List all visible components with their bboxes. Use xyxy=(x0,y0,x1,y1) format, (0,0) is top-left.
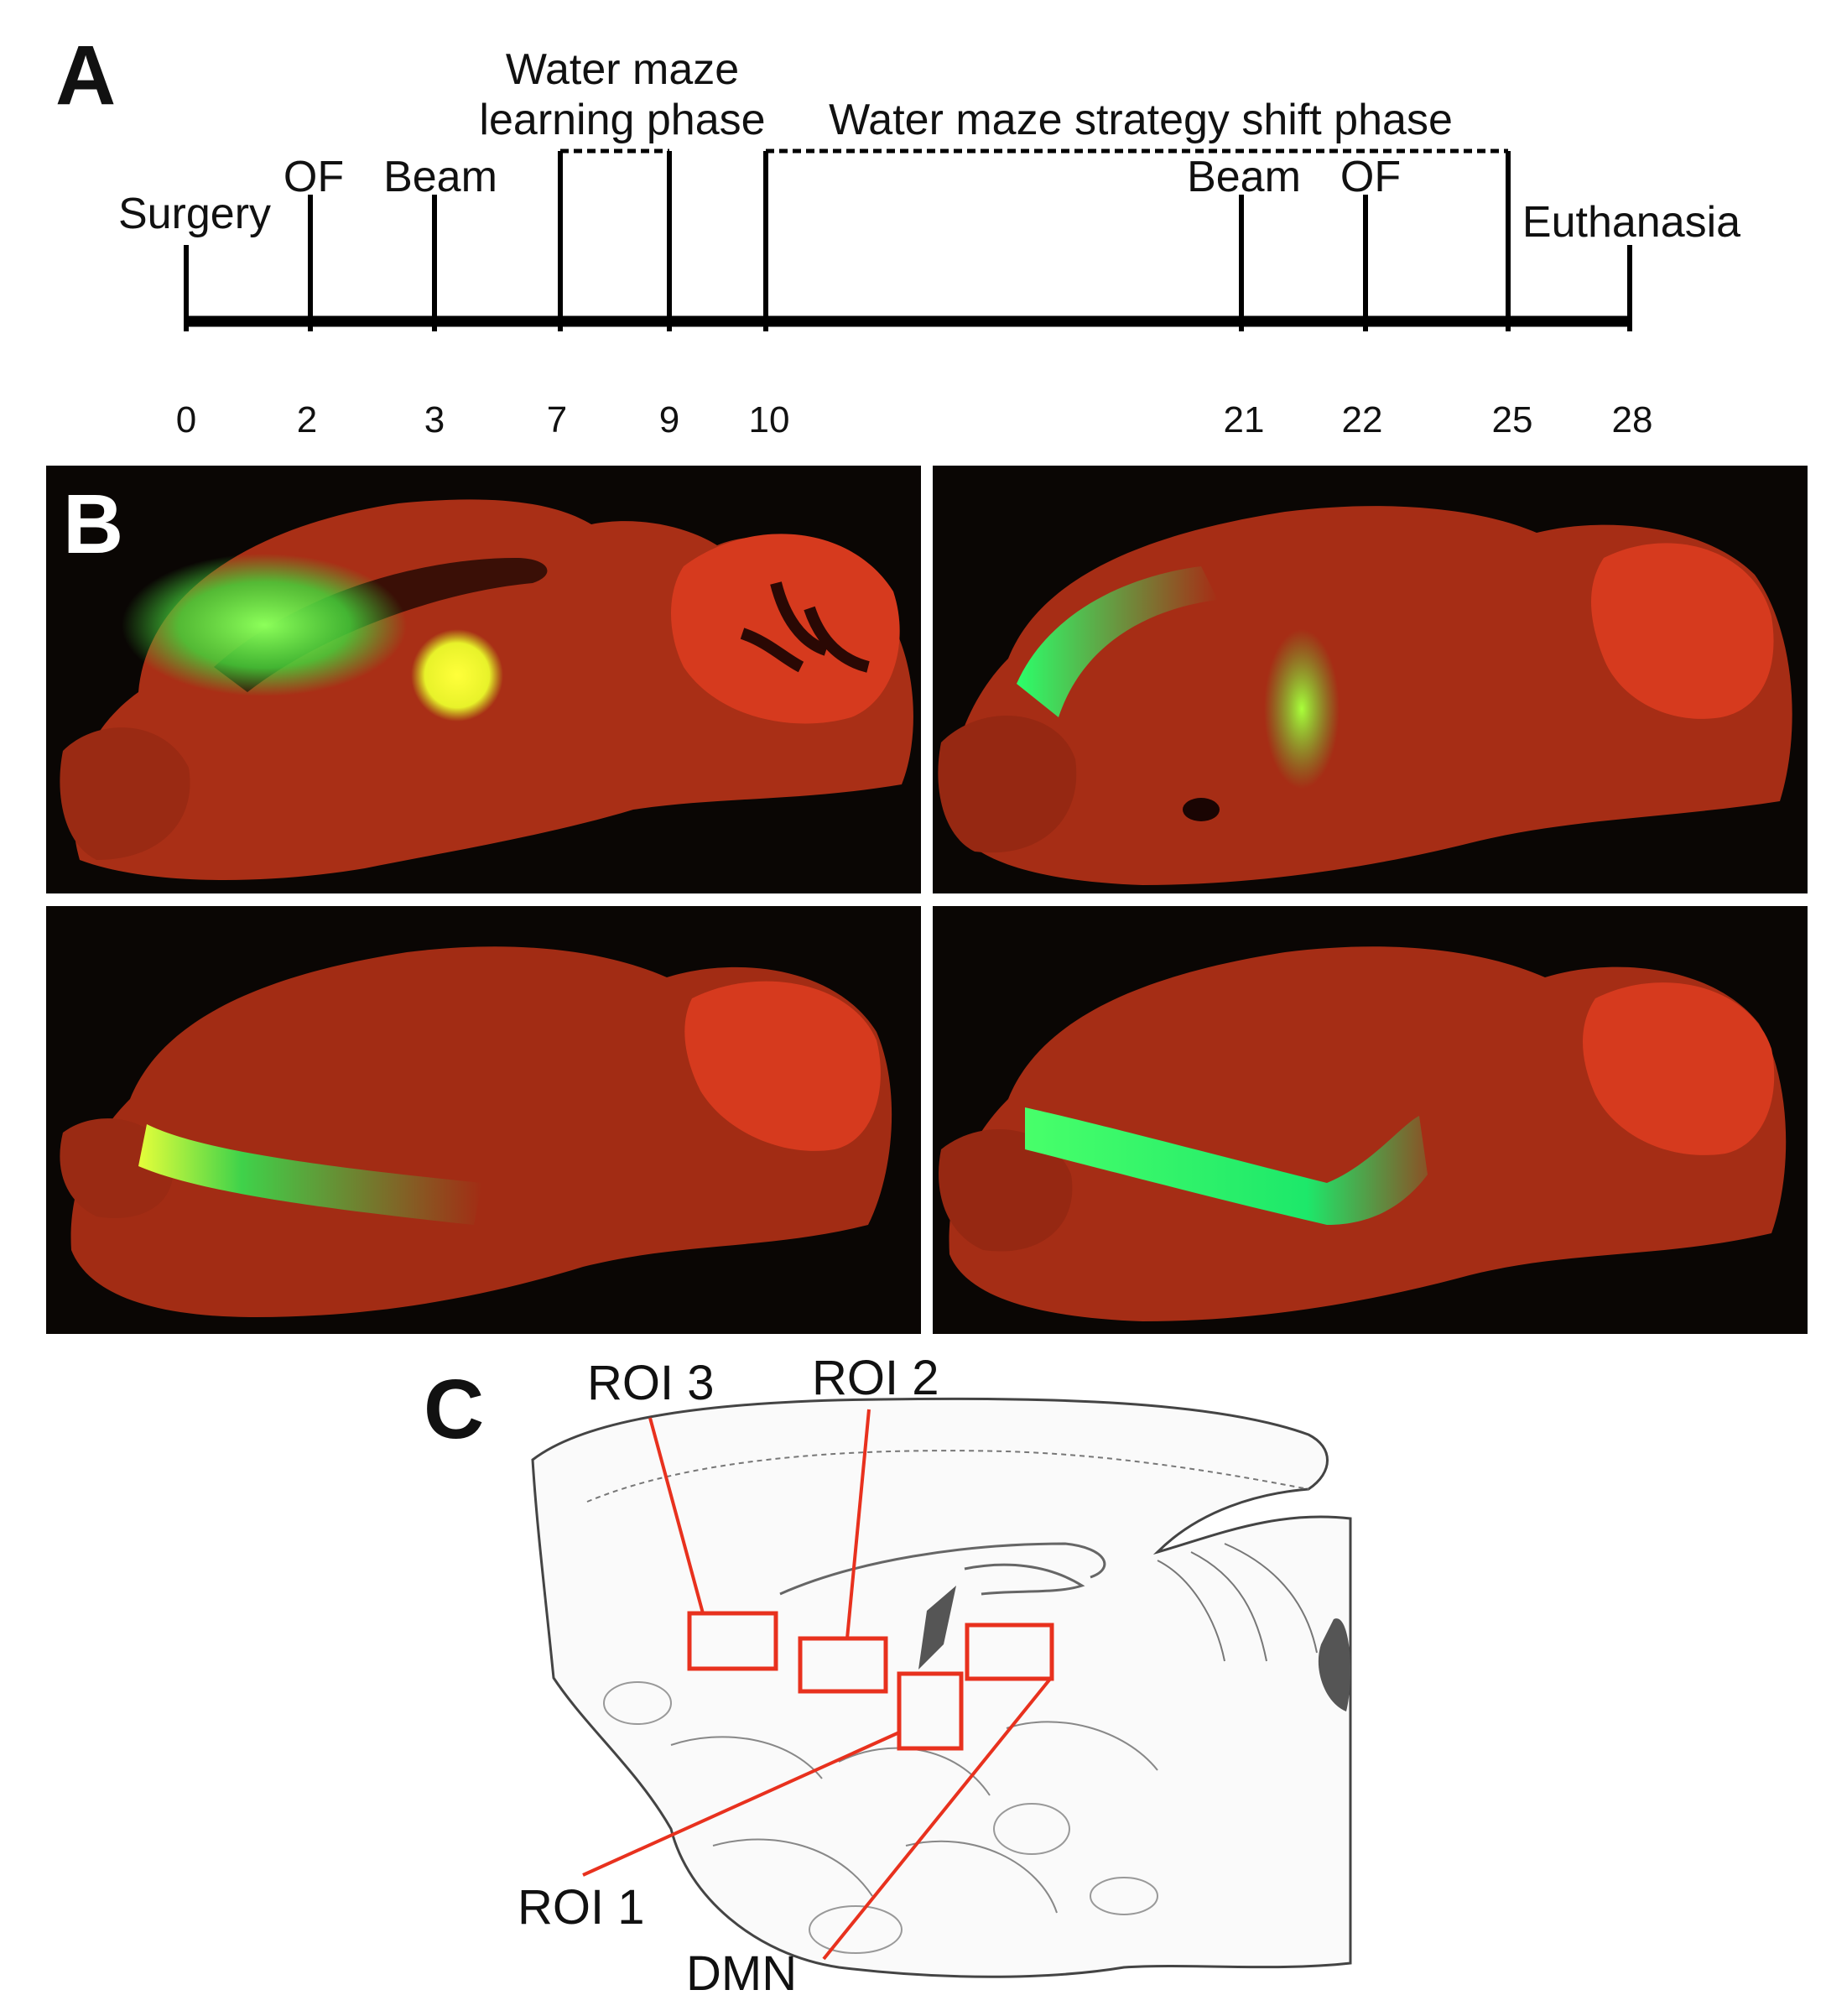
roi1-leader xyxy=(582,1731,900,1877)
atlas-nucleus xyxy=(603,1681,672,1725)
cerebellum xyxy=(1583,982,1775,1155)
cerebellum xyxy=(671,534,900,724)
olfactory-bulb xyxy=(938,715,1077,853)
dmn-box xyxy=(965,1623,1054,1681)
event-beam-early-label: Beam xyxy=(383,153,497,201)
timeline-diagram: Water maze learning phase Water maze str… xyxy=(118,45,1740,440)
dmn-leader xyxy=(822,1676,1053,1961)
atlas-hippocampus xyxy=(964,1563,1085,1596)
olfactory-bulb xyxy=(939,1129,1073,1252)
panel-c-letter: C xyxy=(424,1362,485,1456)
tick-label: 9 xyxy=(659,399,679,440)
roi3-label: ROI 3 xyxy=(587,1356,715,1410)
learning-phase-label-line1: Water maze xyxy=(506,45,739,94)
cerebellum xyxy=(1591,543,1774,719)
dark-ventricle xyxy=(1183,798,1220,821)
atlas-nucleus xyxy=(809,1905,903,1954)
atlas-cerebellum-dark xyxy=(1318,1618,1350,1711)
cerebellum xyxy=(684,981,881,1151)
tick-label: 7 xyxy=(547,399,567,440)
atlas-midbrain-regions xyxy=(670,1721,1158,1914)
expression-hotspot xyxy=(1264,629,1340,789)
brain-section-bottom-left-drawing xyxy=(60,946,892,1317)
atlas-cortex-boundary xyxy=(586,1450,1309,1503)
roi2-label: ROI 2 xyxy=(812,1351,939,1405)
learning-phase-label-line2: learning phase xyxy=(479,96,765,144)
event-beam-late-label: Beam xyxy=(1187,153,1301,201)
tick-label: 21 xyxy=(1224,399,1265,440)
tick-label: 28 xyxy=(1612,399,1653,440)
cerebellum-folia xyxy=(740,581,870,673)
tick-label: 3 xyxy=(424,399,445,440)
roi1-label: ROI 1 xyxy=(518,1880,645,1935)
event-euthanasia-label: Euthanasia xyxy=(1522,198,1740,247)
expression-band xyxy=(138,1124,482,1225)
atlas-corpus-callosum xyxy=(779,1542,1106,1596)
atlas-nucleus xyxy=(993,1803,1070,1855)
brain-section-bottom-right-drawing xyxy=(939,946,1787,1321)
brain-section-bottom-right xyxy=(933,906,1808,1334)
panel-b-letter: B xyxy=(63,477,124,571)
panel-a-letter: A xyxy=(55,29,117,122)
tick-label: 22 xyxy=(1342,399,1383,440)
shift-phase-label: Water maze strategy shift phase xyxy=(829,96,1453,144)
event-surgery-label: Surgery xyxy=(118,190,271,238)
tick-label: 2 xyxy=(297,399,317,440)
roi3-leader xyxy=(648,1417,705,1614)
expression-hotspot xyxy=(411,629,503,721)
event-of-late-label: OF xyxy=(1340,153,1401,201)
atlas-ventricle xyxy=(918,1586,956,1670)
brain-section-top-right-drawing xyxy=(938,506,1792,885)
brain-section-top-left-drawing xyxy=(60,499,913,880)
tick-label: 10 xyxy=(749,399,790,440)
atlas-nucleus xyxy=(1090,1877,1158,1915)
expression-cortex xyxy=(122,554,407,696)
atlas-brain-outline xyxy=(531,1397,1352,1978)
roi2-box xyxy=(798,1636,888,1694)
dmn-label: DMN xyxy=(686,1946,797,2001)
olfactory-bulb xyxy=(60,727,190,860)
panel-b-image-grid: B xyxy=(46,466,1808,1334)
roi1-box xyxy=(897,1671,964,1751)
atlas-cerebellum-lobes xyxy=(1157,1543,1318,1662)
roi2-leader xyxy=(845,1409,871,1639)
expression-band xyxy=(1025,1107,1428,1225)
roi3-box xyxy=(687,1611,778,1671)
event-of-early-label: OF xyxy=(284,153,344,201)
tick-label: 25 xyxy=(1492,399,1533,440)
tick-label: 0 xyxy=(176,399,196,440)
cerebrum-tissue xyxy=(949,946,1787,1321)
brain-section-top-right xyxy=(933,466,1808,893)
brain-section-top-left: B xyxy=(46,466,921,893)
expression-band xyxy=(1017,566,1218,717)
brain-section-bottom-left xyxy=(46,906,921,1334)
